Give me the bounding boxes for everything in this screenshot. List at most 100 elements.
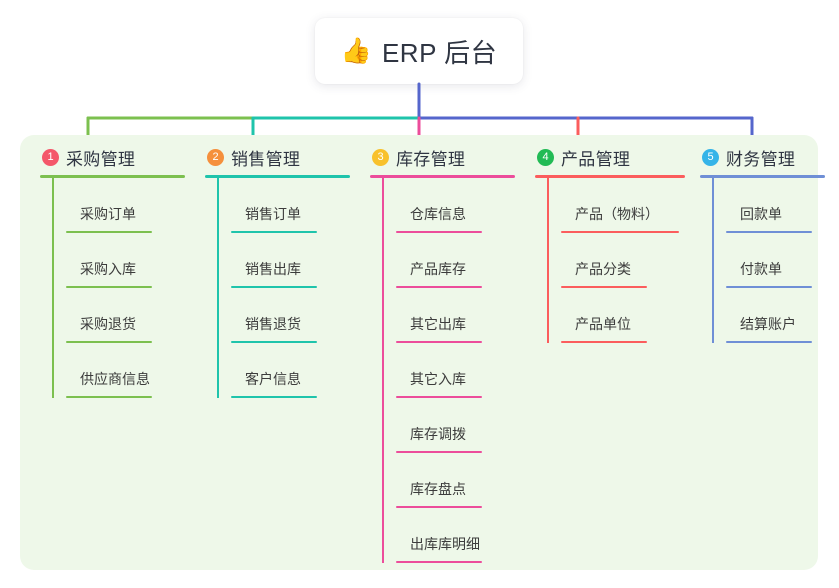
list-item-label: 付款单	[740, 261, 782, 277]
badge-number-finance: 5	[702, 148, 719, 166]
column-underline-inventory	[370, 175, 515, 178]
column-header-finance[interactable]: 5 财务管理	[700, 144, 830, 170]
column-sales: 2 销售管理销售订单销售出库销售退货客户信息	[205, 144, 355, 398]
list-item-label: 产品分类	[575, 261, 631, 277]
list-item[interactable]: 客户信息	[217, 343, 355, 398]
list-item-rule	[561, 341, 647, 343]
column-spine-inventory	[382, 178, 384, 563]
column-body-sales: 销售订单销售出库销售退货客户信息	[205, 178, 355, 398]
column-title-sales: 销售管理	[231, 149, 301, 169]
list-item-rule	[231, 396, 317, 398]
list-item-label: 销售退货	[245, 316, 301, 332]
column-body-product: 产品（物料） 产品分类产品单位	[535, 178, 690, 343]
column-finance: 5 财务管理回款单付款单结算账户	[700, 144, 830, 343]
column-underline-product	[535, 175, 685, 178]
list-item-rule	[231, 286, 317, 288]
list-item[interactable]: 其它入库	[382, 343, 520, 398]
list-item-rule	[66, 341, 152, 343]
list-item-label: 出库库明细	[410, 536, 480, 552]
list-item-label: 结算账户	[740, 316, 796, 332]
list-item-label: 客户信息	[245, 371, 301, 387]
list-item[interactable]: 采购订单	[52, 178, 190, 233]
column-spine-finance	[712, 178, 714, 343]
column-header-sales[interactable]: 2 销售管理	[205, 144, 355, 170]
thumbs-up-icon: 👍	[340, 36, 372, 65]
list-item[interactable]: 产品库存	[382, 233, 520, 288]
page-title: ERP 后台	[381, 37, 498, 68]
list-item-rule	[396, 396, 482, 398]
list-item-rule	[396, 506, 482, 508]
list-item-rule	[396, 341, 482, 343]
list-item-rule	[726, 341, 812, 343]
list-item-label: 其它入库	[410, 371, 466, 387]
list-item-rule	[396, 231, 482, 233]
list-item[interactable]: 仓库信息	[382, 178, 520, 233]
list-item[interactable]: 结算账户	[712, 288, 830, 343]
list-item-label: 销售订单	[245, 206, 301, 222]
list-item[interactable]: 产品分类	[547, 233, 690, 288]
list-item[interactable]: 产品单位	[547, 288, 690, 343]
column-body-purchasing: 采购订单采购入库采购退货供应商信息	[40, 178, 190, 398]
column-header-inventory[interactable]: 3 库存管理	[370, 144, 520, 170]
list-item-rule	[396, 286, 482, 288]
list-item-label: 产品库存	[410, 261, 466, 277]
list-item[interactable]: 付款单	[712, 233, 830, 288]
list-item[interactable]: 采购退货	[52, 288, 190, 343]
column-spine-sales	[217, 178, 219, 398]
list-item[interactable]: 销售出库	[217, 233, 355, 288]
column-spine-product	[547, 178, 549, 343]
list-item-rule	[66, 286, 152, 288]
list-item[interactable]: 出库库明细	[382, 508, 520, 563]
list-item-label: 采购订单	[80, 206, 136, 222]
list-item-label: 采购退货	[80, 316, 136, 332]
column-title-finance: 财务管理	[726, 149, 796, 169]
list-item[interactable]: 回款单	[712, 178, 830, 233]
list-item-label: 产品单位	[575, 316, 631, 332]
diagram-panel	[20, 135, 818, 570]
column-title-inventory: 库存管理	[396, 149, 466, 169]
root-title-card[interactable]: 👍 ERP 后台	[315, 18, 523, 84]
list-item-rule	[561, 286, 647, 288]
badge-number-inventory: 3	[372, 148, 389, 166]
list-item-rule	[396, 561, 482, 563]
column-title-purchasing: 采购管理	[66, 149, 136, 169]
list-item-label: 仓库信息	[410, 206, 466, 222]
list-item-label: 库存调拨	[410, 426, 466, 442]
column-inventory: 3 库存管理仓库信息产品库存其它出库其它入库库存调拨库存盘点出库库明细	[370, 144, 520, 563]
list-item-rule	[231, 231, 317, 233]
list-item-label: 产品（物料）	[575, 206, 659, 222]
list-item[interactable]: 销售退货	[217, 288, 355, 343]
column-spine-purchasing	[52, 178, 54, 398]
list-item[interactable]: 销售订单	[217, 178, 355, 233]
list-item-rule	[231, 341, 317, 343]
badge-number-purchasing: 1	[42, 148, 59, 166]
list-item-label: 回款单	[740, 206, 782, 222]
column-purchasing: 1 采购管理采购订单采购入库采购退货供应商信息	[40, 144, 190, 398]
list-item-rule	[726, 231, 812, 233]
list-item-label: 销售出库	[245, 261, 301, 277]
badge-number-product: 4	[537, 148, 554, 166]
list-item-rule	[561, 231, 679, 233]
list-item-label: 库存盘点	[410, 481, 466, 497]
column-body-finance: 回款单付款单结算账户	[700, 178, 830, 343]
badge-number-sales: 2	[207, 148, 224, 166]
list-item[interactable]: 产品（物料）	[547, 178, 690, 233]
list-item-label: 其它出库	[410, 316, 466, 332]
list-item-rule	[66, 231, 152, 233]
column-body-inventory: 仓库信息产品库存其它出库其它入库库存调拨库存盘点出库库明细	[370, 178, 520, 563]
column-underline-sales	[205, 175, 350, 178]
list-item[interactable]: 其它出库	[382, 288, 520, 343]
column-header-purchasing[interactable]: 1 采购管理	[40, 144, 190, 170]
list-item-label: 供应商信息	[80, 371, 150, 387]
list-item[interactable]: 库存盘点	[382, 453, 520, 508]
list-item-rule	[396, 451, 482, 453]
column-underline-finance	[700, 175, 825, 178]
list-item-rule	[726, 286, 812, 288]
column-underline-purchasing	[40, 175, 185, 178]
list-item[interactable]: 采购入库	[52, 233, 190, 288]
list-item-rule	[66, 396, 152, 398]
list-item[interactable]: 供应商信息	[52, 343, 190, 398]
list-item[interactable]: 库存调拨	[382, 398, 520, 453]
